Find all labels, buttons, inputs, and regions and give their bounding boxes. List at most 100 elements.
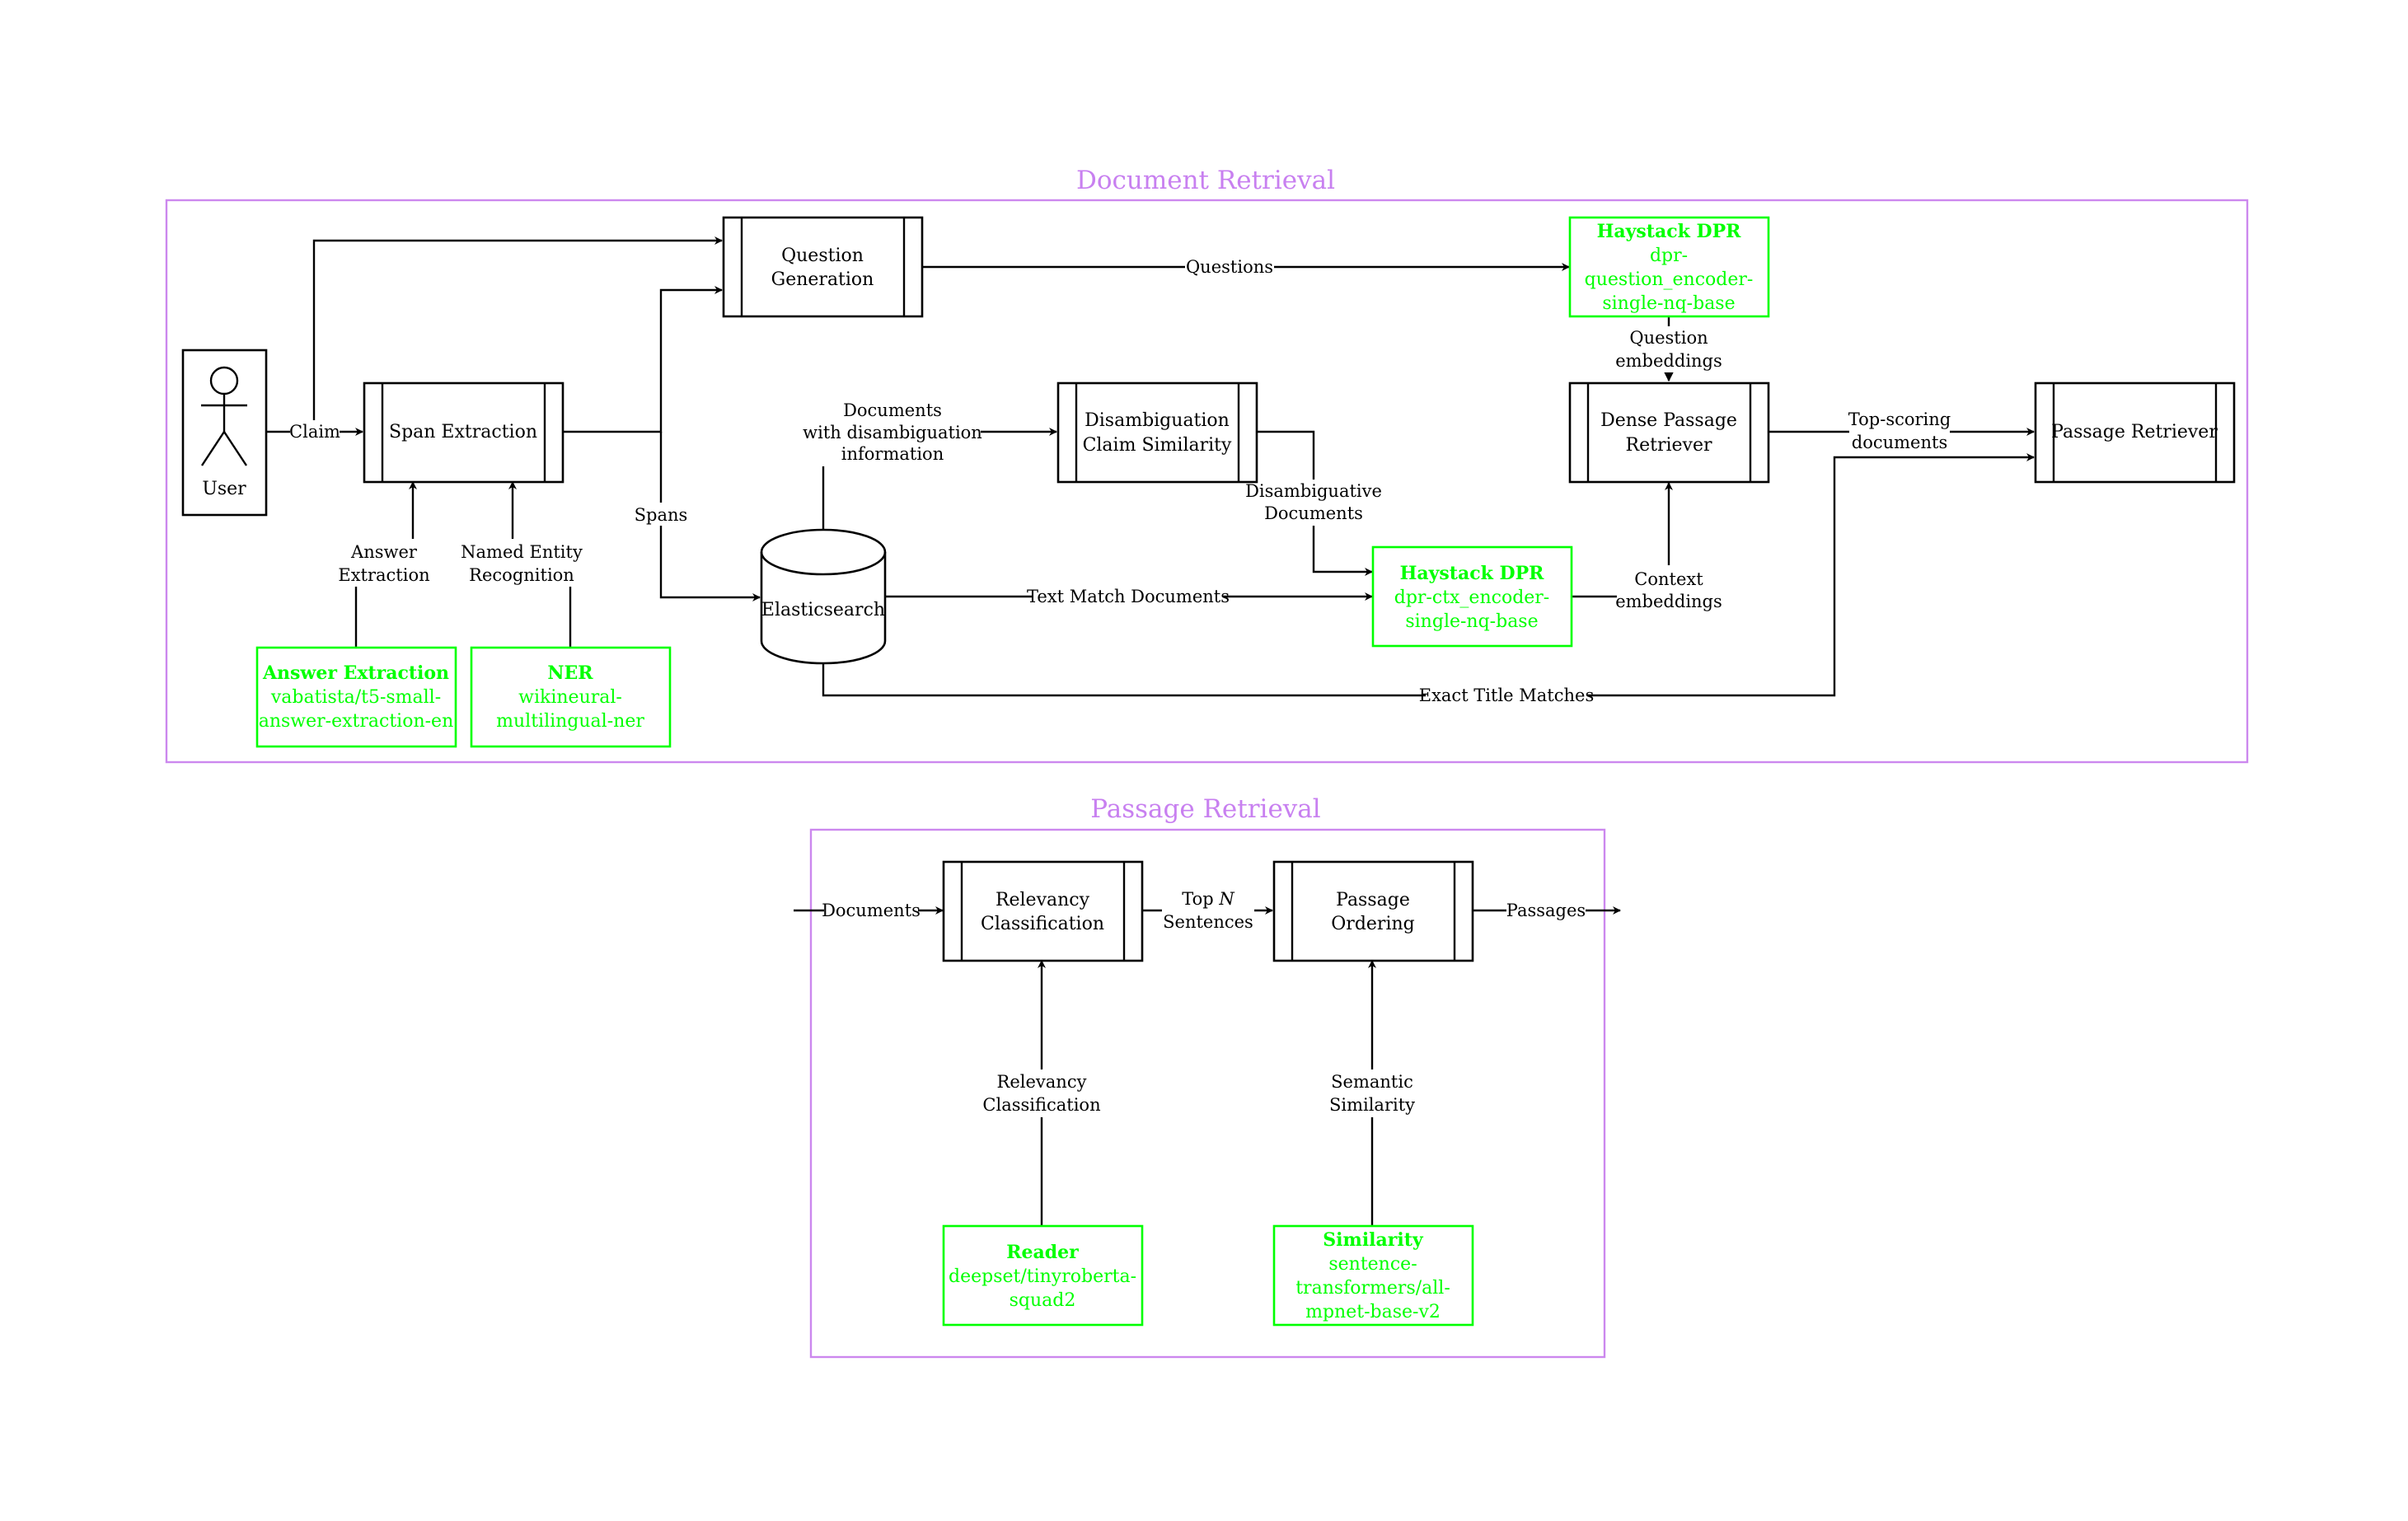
label-named-entity-recognition: Named Entity Recognition	[460, 539, 583, 587]
model-answer-extraction-line2: answer-extraction-en	[259, 711, 454, 732]
model-haystack-dpr-question-line3: single-nq-base	[1602, 293, 1735, 314]
label-context-embeddings-line1: Context	[1634, 569, 1703, 589]
passage-ordering-line1: Passage	[1336, 890, 1410, 910]
label-semantic-similarity-line2: Similarity	[1329, 1095, 1415, 1115]
question-generation-node: Question Generation	[722, 216, 924, 318]
label-relevancy-classification-line2: Classification	[982, 1095, 1100, 1115]
label-claim-text: Claim	[289, 422, 340, 442]
label-text-match-documents: Text Match Documents	[1027, 585, 1230, 608]
label-answer-extraction: Answer Extraction	[336, 539, 433, 587]
passage-retriever-label: Passage Retriever	[2051, 422, 2218, 442]
passage-ordering-node: Passage Ordering	[1272, 860, 1474, 962]
model-answer-extraction-title: Answer Extraction	[262, 662, 449, 684]
model-haystack-dpr-ctx-line1: dpr-ctx_encoder-	[1394, 587, 1550, 608]
elasticsearch-node: Elasticsearch	[760, 528, 887, 665]
disambiguation-node: Disambiguation Claim Similarity	[1056, 381, 1258, 484]
model-similarity-line1: sentence-	[1328, 1254, 1417, 1275]
label-questions-text: Questions	[1186, 257, 1273, 277]
model-similarity-title: Similarity	[1323, 1229, 1424, 1251]
model-haystack-dpr-question-line1: dpr-	[1650, 246, 1688, 266]
label-top-n-sentences: Top N Sentences	[1162, 887, 1254, 934]
label-documents-disambiguation-line1: Documents	[843, 400, 942, 420]
model-haystack-dpr-question-title: Haystack DPR	[1597, 221, 1742, 242]
label-documents-with-disambiguation: Documents with disambiguation informatio…	[803, 399, 982, 466]
passage-retrieval-title: Passage Retrieval	[1090, 794, 1320, 824]
model-haystack-dpr-ctx-title: Haystack DPR	[1400, 563, 1545, 584]
span-extraction-node: Span Extraction	[363, 381, 565, 484]
model-ner-title: NER	[547, 662, 593, 684]
label-exact-title-matches: Exact Title Matches	[1419, 684, 1595, 707]
dense-passage-retriever-node: Dense Passage Retriever	[1568, 381, 1770, 484]
person-icon	[200, 366, 248, 466]
user-label: User	[202, 479, 246, 499]
model-similarity-line3: mpnet-base-v2	[1305, 1302, 1441, 1322]
label-question-embeddings: Question embeddings	[1615, 326, 1722, 372]
label-exact-title-matches-text: Exact Title Matches	[1419, 686, 1595, 705]
relevancy-classification-line2: Classification	[981, 914, 1104, 934]
label-documents-disambiguation-line2: with disambiguation	[803, 423, 982, 442]
label-named-entity-line2: Recognition	[469, 565, 574, 585]
relevancy-classification-node: Relevancy Classification	[942, 860, 1144, 962]
label-text-match-documents-text: Text Match Documents	[1027, 587, 1230, 606]
model-reader-line1: deepset/tinyroberta-	[949, 1266, 1136, 1287]
label-top-n-prefix: Top	[1182, 889, 1219, 909]
label-documents-text: Documents	[822, 901, 921, 920]
user-node: User	[181, 349, 268, 517]
passage-ordering-line2: Ordering	[1331, 914, 1414, 934]
disambiguation-line2: Claim Similarity	[1083, 435, 1232, 456]
label-disambiguative-documents-line1: Disambiguative	[1245, 481, 1382, 501]
label-context-embeddings: Context embeddings	[1615, 565, 1722, 613]
label-relevancy-classification-line1: Relevancy	[997, 1072, 1087, 1092]
label-top-n-variable: N	[1218, 889, 1234, 909]
label-passages-text: Passages	[1506, 901, 1586, 920]
label-questions: Questions	[1185, 255, 1274, 278]
passage-retriever-node: Passage Retriever	[2034, 381, 2236, 484]
label-disambiguative-documents: Disambiguative Documents	[1245, 480, 1382, 526]
label-top-scoring-documents: Top-scoring documents	[1848, 407, 1951, 455]
model-haystack-dpr-ctx-line2: single-nq-base	[1405, 611, 1538, 632]
edge-exact-title-matches	[822, 453, 2035, 697]
elasticsearch-label: Elasticsearch	[761, 600, 885, 620]
model-haystack-dpr-question-line2: question_encoder-	[1585, 269, 1754, 290]
model-similarity: Similarity sentence- transformers/all- m…	[1272, 1224, 1474, 1327]
label-spans-text: Spans	[635, 505, 688, 525]
database-cylinder-icon	[760, 528, 887, 665]
model-ner-line2: multilingual-ner	[496, 711, 644, 732]
label-documents-disambiguation-line3: information	[841, 444, 944, 464]
label-question-embeddings-line1: Question	[1629, 328, 1708, 348]
dense-passage-retriever-line2: Retriever	[1626, 435, 1712, 456]
label-context-embeddings-line2: embeddings	[1615, 592, 1722, 611]
question-generation-line2: Generation	[771, 269, 874, 290]
label-answer-extraction-line2: Extraction	[338, 565, 429, 585]
label-passages: Passages	[1506, 899, 1586, 922]
label-top-scoring-line2: documents	[1852, 433, 1947, 452]
model-answer-extraction-line1: vabatista/t5-small-	[270, 687, 441, 708]
passage-retrieval-frame	[809, 828, 1606, 1359]
model-reader: Reader deepset/tinyroberta- squad2	[942, 1224, 1144, 1327]
label-answer-extraction-line1: Answer	[350, 542, 418, 562]
document-retrieval-title: Document Retrieval	[1076, 166, 1335, 195]
document-retrieval-frame	[165, 199, 2249, 764]
model-reader-title: Reader	[1006, 1242, 1079, 1263]
model-similarity-line2: transformers/all-	[1295, 1278, 1450, 1299]
label-disambiguative-documents-line2: Documents	[1264, 503, 1363, 523]
label-documents: Documents	[822, 899, 921, 922]
dense-passage-retriever-line1: Dense Passage	[1600, 410, 1737, 431]
label-top-n-line1: Top N	[1182, 889, 1234, 909]
edge-user-to-question-generation	[312, 236, 723, 432]
disambiguation-line1: Disambiguation	[1085, 410, 1230, 431]
model-ner: NER wikineural- multilingual-ner	[470, 646, 672, 748]
span-extraction-label: Span Extraction	[389, 422, 537, 442]
label-top-scoring-line1: Top-scoring	[1848, 410, 1951, 429]
relevancy-classification-line1: Relevancy	[996, 890, 1090, 910]
label-semantic-similarity-line1: Semantic	[1331, 1072, 1413, 1092]
model-answer-extraction: Answer Extraction vabatista/t5-small- an…	[255, 646, 457, 748]
label-semantic-similarity: Semantic Similarity	[1327, 1069, 1417, 1117]
edge-labels: Claim Questions Spans Question embedding…	[289, 255, 1951, 1117]
model-haystack-dpr-ctx: Haystack DPR dpr-ctx_encoder- single-nq-…	[1371, 545, 1573, 648]
label-question-embeddings-line2: embeddings	[1615, 351, 1722, 371]
model-haystack-dpr-question: Haystack DPR dpr- question_encoder- sing…	[1568, 216, 1770, 318]
label-named-entity-line1: Named Entity	[461, 542, 583, 562]
edge-spans-to-elasticsearch	[659, 432, 761, 601]
